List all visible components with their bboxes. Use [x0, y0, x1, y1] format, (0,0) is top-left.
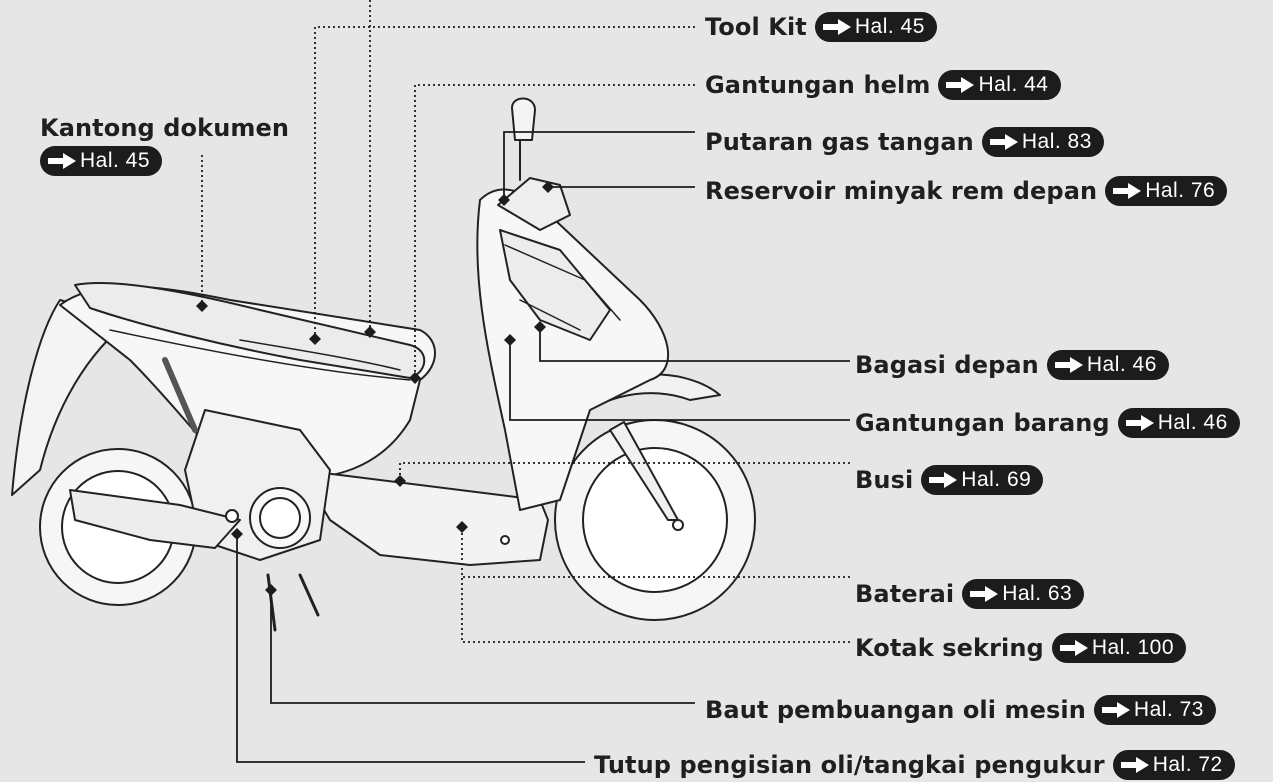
- page-ref-badge[interactable]: Hal. 100: [1052, 633, 1186, 663]
- page-ref-text: Hal. 100: [1092, 636, 1174, 660]
- page-ref-badge[interactable]: Hal. 83: [982, 127, 1104, 157]
- callout-kantong-dokumen: Kantong dokumen Hal. 45: [40, 114, 289, 176]
- callout-busi: Busi Hal. 69: [855, 465, 1043, 495]
- arrow-right-icon: [989, 133, 1019, 151]
- page-ref-badge[interactable]: Hal. 72: [1113, 750, 1235, 780]
- page-ref-text: Hal. 45: [80, 149, 150, 173]
- page-ref-text: Hal. 63: [1002, 582, 1072, 606]
- arrow-right-icon: [1054, 356, 1084, 374]
- page-ref-text: Hal. 69: [961, 468, 1031, 492]
- arrow-right-icon: [47, 152, 77, 170]
- callout-putaran-gas: Putaran gas tangan Hal. 83: [705, 127, 1104, 157]
- arrow-right-icon: [1120, 756, 1150, 774]
- callout-baut-oli: Baut pembuangan oli mesin Hal. 73: [705, 695, 1216, 725]
- callout-label: Baterai: [855, 580, 954, 608]
- page-ref-text: Hal. 44: [978, 73, 1048, 97]
- callout-label: Tool Kit: [705, 13, 807, 41]
- callout-label: Tutup pengisian oli/tangkai pengukur: [594, 751, 1105, 779]
- page-ref-text: Hal. 46: [1087, 353, 1157, 377]
- page-ref-badge[interactable]: Hal. 63: [962, 579, 1084, 609]
- arrow-right-icon: [945, 76, 975, 94]
- page-ref-text: Hal. 46: [1158, 411, 1228, 435]
- arrow-right-icon: [928, 471, 958, 489]
- page-ref-text: Hal. 83: [1022, 130, 1092, 154]
- arrow-right-icon: [969, 585, 999, 603]
- callout-tutup-oli: Tutup pengisian oli/tangkai pengukur Hal…: [594, 750, 1235, 780]
- callout-label: Baut pembuangan oli mesin: [705, 696, 1086, 724]
- arrow-right-icon: [822, 18, 852, 36]
- marker-baut-oli: [265, 584, 277, 596]
- callout-bagasi-depan: Bagasi depan Hal. 46: [855, 350, 1169, 380]
- page-ref-badge[interactable]: Hal. 46: [1047, 350, 1169, 380]
- page-ref-badge[interactable]: Hal. 44: [938, 70, 1060, 100]
- callout-label: Kotak sekring: [855, 634, 1044, 662]
- callout-kotak-sekring: Kotak sekring Hal. 100: [855, 633, 1186, 663]
- page-ref-text: Hal. 72: [1153, 753, 1223, 777]
- arrow-right-icon: [1101, 701, 1131, 719]
- callout-label: Kantong dokumen: [40, 114, 289, 142]
- callout-tool-kit: Tool Kit Hal. 45: [705, 12, 937, 42]
- callout-label: Gantungan helm: [705, 71, 930, 99]
- scooter-illustration: [12, 98, 755, 630]
- callout-label: Putaran gas tangan: [705, 128, 974, 156]
- page-ref-badge[interactable]: Hal. 45: [815, 12, 937, 42]
- page-ref-badge[interactable]: Hal. 76: [1105, 176, 1227, 206]
- page-ref-text: Hal. 73: [1134, 698, 1204, 722]
- page-ref-text: Hal. 76: [1145, 179, 1215, 203]
- callout-reservoir: Reservoir minyak rem depan Hal. 76: [705, 176, 1227, 206]
- arrow-right-icon: [1059, 639, 1089, 657]
- page-ref-badge[interactable]: Hal. 73: [1094, 695, 1216, 725]
- callout-baterai: Baterai Hal. 63: [855, 579, 1084, 609]
- page-ref-badge[interactable]: Hal. 45: [40, 146, 162, 176]
- page-ref-badge[interactable]: Hal. 46: [1118, 408, 1240, 438]
- arrow-right-icon: [1112, 182, 1142, 200]
- callout-label: Gantungan barang: [855, 409, 1110, 437]
- page-ref-text: Hal. 45: [855, 15, 925, 39]
- page-ref-badge[interactable]: Hal. 69: [921, 465, 1043, 495]
- callout-gantungan-helm: Gantungan helm Hal. 44: [705, 70, 1061, 100]
- callout-label: Bagasi depan: [855, 351, 1039, 379]
- callout-label: Reservoir minyak rem depan: [705, 177, 1097, 205]
- callout-gantungan-barang: Gantungan barang Hal. 46: [855, 408, 1240, 438]
- callout-label: Busi: [855, 466, 913, 494]
- arrow-right-icon: [1125, 414, 1155, 432]
